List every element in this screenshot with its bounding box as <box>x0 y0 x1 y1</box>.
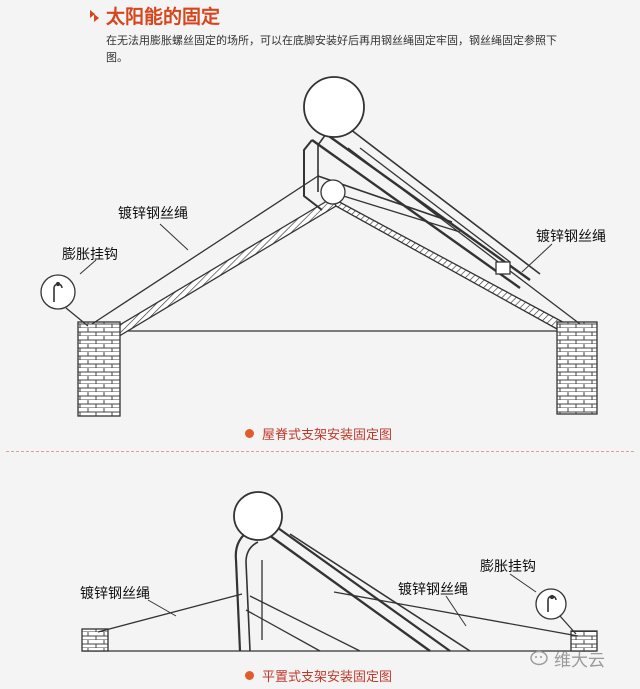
caption-bullet-icon <box>245 671 254 680</box>
bottom-wire-rope-right <box>333 591 579 637</box>
bottom-caption-text: 平置式支架安装固定图 <box>262 670 393 685</box>
chat-bubble-icon <box>530 650 548 665</box>
top-label-wire-rope-right: 镀锌钢丝绳 <box>536 229 606 245</box>
top-diagram <box>40 76 598 417</box>
bottom-label-expansion-hook: 膨胀挂钩 <box>480 559 536 575</box>
top-label-wire-rope-left: 镀锌钢丝绳 <box>118 206 188 222</box>
top-wire-rope-left <box>91 175 319 325</box>
top-label-expansion-hook: 膨胀挂钩 <box>62 247 118 263</box>
top-water-tank <box>303 76 365 138</box>
top-left-brick-pillar <box>77 321 121 417</box>
top-caption-text: 屋脊式支架安装固定图 <box>262 428 393 443</box>
watermark-text: 维大云 <box>554 651 605 671</box>
header-bullet-icon <box>90 10 99 22</box>
bottom-label-wire-rope-right: 镀锌钢丝绳 <box>398 582 468 598</box>
bottom-hook-callout <box>535 588 567 620</box>
caption-bullet-icon <box>245 429 254 438</box>
top-right-brick-pillar <box>556 321 598 415</box>
top-aux-tank <box>320 179 346 205</box>
watermark: 维大云 <box>530 646 605 671</box>
bottom-diagram <box>81 491 598 652</box>
page-title: 太阳能的固定 <box>106 6 221 28</box>
bottom-water-tank <box>233 491 283 541</box>
section-divider <box>6 451 634 452</box>
bottom-caption: 平置式支架安装固定图 <box>245 666 392 685</box>
top-hook-callout <box>40 274 76 310</box>
bottom-left-brick-pillar <box>81 628 109 652</box>
top-caption: 屋脊式支架安装固定图 <box>245 424 392 443</box>
bottom-label-wire-rope-left: 镀锌钢丝绳 <box>80 586 150 602</box>
page-description: 在无法用膨胀螺丝固定的场所，可以在底脚安装好后再用钢丝绳固定牢固，钢丝绳固定参照… <box>106 34 557 64</box>
